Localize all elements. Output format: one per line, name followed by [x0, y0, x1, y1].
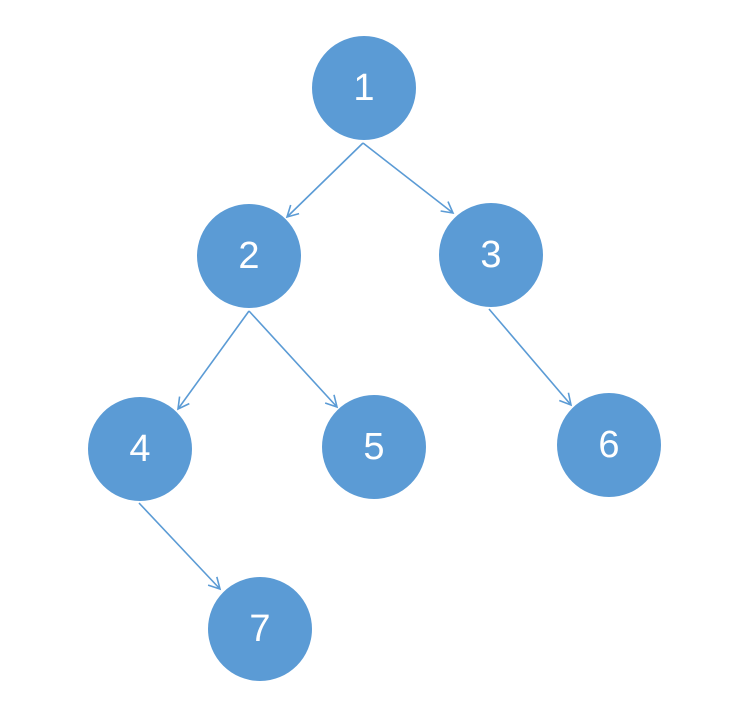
node-label: 5 [363, 426, 384, 468]
node-circle [88, 397, 192, 501]
node-1: 1 [312, 36, 416, 140]
edge-2-5 [248, 310, 339, 409]
node-2: 2 [197, 204, 301, 308]
edges [138, 142, 573, 591]
edge-2-4 [177, 310, 250, 411]
node-circle [197, 204, 301, 308]
node-label: 3 [480, 234, 501, 276]
edge-3-6 [488, 308, 573, 407]
node-5: 5 [322, 395, 426, 499]
edge-1-2 [285, 142, 364, 219]
node-label: 6 [598, 424, 619, 466]
node-label: 4 [129, 428, 150, 470]
node-circle [557, 393, 661, 497]
node-label: 7 [249, 608, 270, 650]
node-circle [439, 203, 543, 307]
node-circle [322, 395, 426, 499]
node-7: 7 [208, 577, 312, 681]
edge-4-7 [138, 502, 222, 591]
node-label: 2 [238, 235, 259, 277]
node-4: 4 [88, 397, 192, 501]
edge-1-3 [362, 142, 455, 215]
node-circle [208, 577, 312, 681]
node-6: 6 [557, 393, 661, 497]
node-label: 1 [353, 67, 374, 109]
node-3: 3 [439, 203, 543, 307]
node-circle [312, 36, 416, 140]
